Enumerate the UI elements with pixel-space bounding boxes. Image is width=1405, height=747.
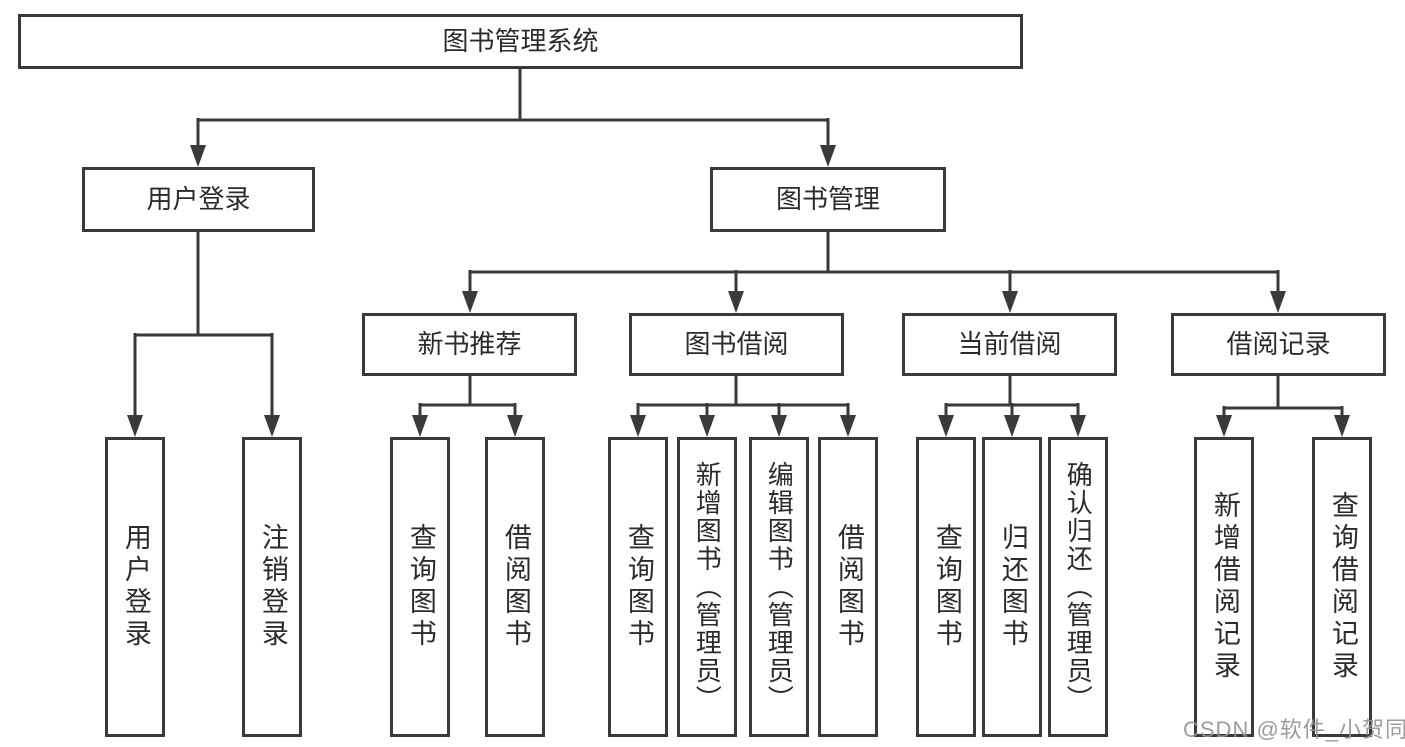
arrowhead-leaf-user-login xyxy=(127,415,143,437)
node-current-borrow: 当前借阅 xyxy=(902,313,1117,376)
arrowhead-cb-return xyxy=(1004,415,1020,437)
leaf-confirm-return-admin: 确认归还（管理员） xyxy=(1048,437,1108,737)
leaf-logout-login-label: 注销登录 xyxy=(257,523,288,651)
node-book-borrow-label: 图书借阅 xyxy=(684,329,789,360)
leaf-query-borrow-record-label: 查询借阅记录 xyxy=(1327,491,1358,683)
arrowhead-book-borrow xyxy=(728,291,744,313)
connector-book-borrow-children xyxy=(636,376,850,417)
connector-borrow-records-children xyxy=(1222,376,1344,417)
leaf-query-borrow-record: 查询借阅记录 xyxy=(1312,437,1372,737)
connector-new-book-children xyxy=(418,376,517,417)
node-borrow-records-label: 借阅记录 xyxy=(1226,329,1331,360)
connector-current-borrow-children xyxy=(944,376,1080,417)
node-new-book-recommend-label: 新书推荐 xyxy=(417,329,522,360)
leaf-add-borrow-record: 新增借阅记录 xyxy=(1194,437,1254,737)
leaf-current-query-books-label: 查询图书 xyxy=(931,523,962,651)
arrowhead-cb-query xyxy=(938,415,954,437)
node-root: 图书管理系统 xyxy=(18,14,1023,69)
arrowhead-bb-edit xyxy=(771,415,787,437)
leaf-borrow-borrow-books-label: 借阅图书 xyxy=(833,523,864,651)
arrowhead-bb-query xyxy=(630,415,646,437)
arrowhead-borrow-records xyxy=(1270,291,1286,313)
leaf-current-query-books: 查询图书 xyxy=(916,437,976,737)
connector-user-login-children xyxy=(133,232,274,417)
node-new-book-recommend: 新书推荐 xyxy=(362,313,577,376)
node-user-login-label: 用户登录 xyxy=(146,184,251,215)
leaf-user-login-label: 用户登录 xyxy=(120,523,151,651)
arrowhead-br-add xyxy=(1216,415,1232,437)
leaf-user-login: 用户登录 xyxy=(105,437,165,737)
leaf-logout-login: 注销登录 xyxy=(242,437,302,737)
node-borrow-records: 借阅记录 xyxy=(1171,313,1386,376)
arrowhead-book-management xyxy=(820,145,836,167)
arrowhead-nb-borrow xyxy=(507,415,523,437)
leaf-newbook-query-books: 查询图书 xyxy=(390,437,450,737)
node-book-management-label: 图书管理 xyxy=(775,184,880,215)
leaf-newbook-borrow-books: 借阅图书 xyxy=(485,437,545,737)
leaf-return-books: 归还图书 xyxy=(982,437,1042,737)
node-user-login: 用户登录 xyxy=(82,167,315,232)
arrowhead-nb-query xyxy=(412,415,428,437)
leaf-borrow-query-books-label: 查询图书 xyxy=(623,523,654,651)
watermark: CSDN @软件_小贺同学 xyxy=(1183,717,1405,742)
leaf-borrow-query-books: 查询图书 xyxy=(608,437,668,737)
arrowhead-bb-add xyxy=(699,415,715,437)
arrowhead-br-query xyxy=(1334,415,1350,437)
leaf-borrow-borrow-books: 借阅图书 xyxy=(818,437,878,737)
leaf-newbook-borrow-books-label: 借阅图书 xyxy=(500,523,531,651)
node-book-management: 图书管理 xyxy=(710,167,946,232)
node-book-borrow: 图书借阅 xyxy=(629,313,844,376)
arrowhead-user-login xyxy=(190,145,206,167)
leaf-edit-books-admin: 编辑图书（管理员） xyxy=(749,437,809,737)
node-root-label: 图书管理系统 xyxy=(442,26,599,57)
arrowhead-new-book xyxy=(462,291,478,313)
leaf-return-books-label: 归还图书 xyxy=(997,523,1028,651)
leaf-edit-books-admin-label: 编辑图书（管理员） xyxy=(764,461,795,713)
leaf-add-books-admin-label: 新增图书（管理员） xyxy=(692,461,723,713)
node-current-borrow-label: 当前借阅 xyxy=(957,329,1062,360)
leaf-add-borrow-record-label: 新增借阅记录 xyxy=(1209,491,1240,683)
leaf-newbook-query-books-label: 查询图书 xyxy=(405,523,436,651)
arrowhead-bb-borrow xyxy=(840,415,856,437)
arrowhead-cb-confirm xyxy=(1070,415,1086,437)
leaf-add-books-admin: 新增图书（管理员） xyxy=(677,437,737,737)
leaf-confirm-return-admin-label: 确认归还（管理员） xyxy=(1063,461,1094,713)
arrowhead-current-borrow xyxy=(1002,291,1018,313)
arrowhead-leaf-logout xyxy=(264,415,280,437)
connector-root-to-level2 xyxy=(196,69,830,147)
connector-book-management-children xyxy=(468,232,1280,293)
